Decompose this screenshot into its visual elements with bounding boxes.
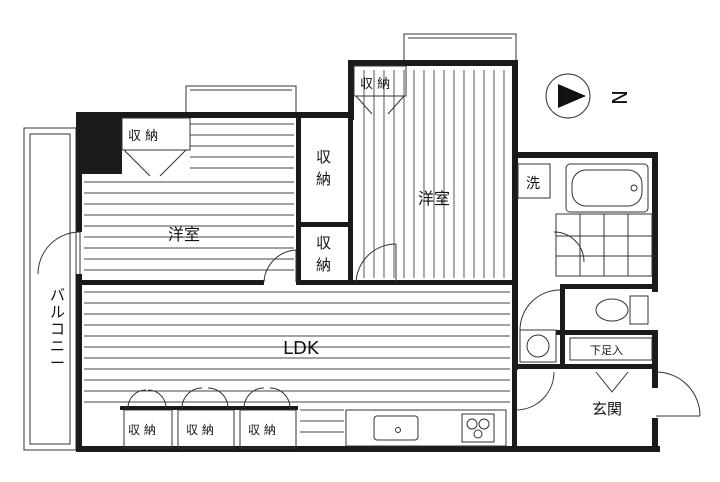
balcony-label: バルコニー [50, 286, 65, 372]
closet-bottom-row [123, 409, 297, 449]
closet-top-right-label: 収 納 [360, 77, 390, 92]
closet-top-left-label: 収 納 [128, 129, 158, 144]
floor-boards-ldk [84, 291, 510, 433]
bathtub [565, 163, 649, 213]
compass: N [545, 73, 631, 119]
entrance-label: 玄関 [592, 400, 622, 418]
ldk-label: LDK [283, 338, 320, 359]
compass-arrow-icon [558, 84, 586, 108]
shoe-closet [569, 337, 653, 361]
wash-basin [519, 329, 557, 363]
walls [76, 60, 660, 452]
floor-boards-right-room [363, 70, 505, 278]
closet-middle-upper-label: 収納 [316, 148, 331, 188]
washer-label: 洗 [526, 176, 540, 192]
closet-top-right [353, 65, 407, 97]
toilet [595, 295, 649, 325]
washer-box [517, 163, 551, 199]
bathroom-floor-grid [555, 213, 653, 277]
western-room-left-label: 洋室 [168, 225, 200, 244]
shoe-closet-label: 下足入 [590, 344, 623, 357]
closet-bottom-3-label: 収 納 [248, 423, 276, 437]
kitchen-counter [345, 409, 507, 447]
compass-north-label: N [607, 90, 631, 105]
floor-boards-left-room [84, 123, 294, 271]
closet-bottom-2-label: 収 納 [186, 423, 214, 437]
doors [37, 95, 701, 417]
western-room-right-label: 洋室 [418, 189, 450, 208]
closet-bottom-1-label: 収 納 [128, 423, 156, 437]
closet-top-left [121, 117, 191, 151]
closet-middle-lower-label: 収納 [316, 234, 331, 274]
